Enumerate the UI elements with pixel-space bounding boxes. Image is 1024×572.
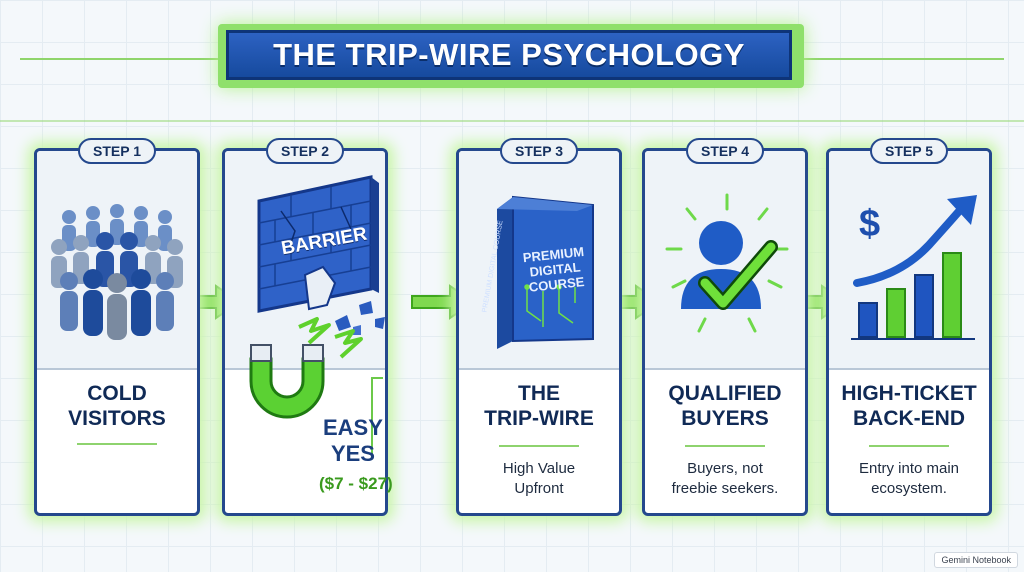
step-title: QUALIFIED BUYERS	[645, 381, 805, 431]
decor-line-top-left	[20, 58, 220, 60]
price-label: ($7 - $27)	[319, 474, 393, 493]
step-title-line: COLD	[87, 382, 147, 405]
divider	[685, 445, 765, 447]
step-title-line: THE	[518, 382, 560, 405]
step-card-5: STEP 5 $ HIGH-TICKET BACK-END Entry into…	[826, 138, 992, 516]
step-badge: STEP 5	[870, 138, 948, 164]
growth-chart-icon	[851, 195, 977, 340]
magnet-icon	[249, 344, 325, 419]
course-title: PREMIUM DIGITAL COURSE	[515, 243, 595, 296]
lightning-icon	[298, 317, 363, 359]
step-description: Buyers, not freebie seekers.	[645, 459, 805, 499]
watermark: Gemini Notebook	[934, 552, 1018, 568]
step-desc-line: Buyers, not	[687, 460, 763, 477]
step-desc-line: Entry into main	[858, 460, 960, 477]
step-badge: STEP 4	[686, 138, 764, 164]
title-banner: THE TRIP-WIRE PSYCHOLOGY	[226, 30, 792, 80]
step-desc-line: Upfront	[514, 480, 564, 497]
step-title-line: TRIP-WIRE	[484, 407, 594, 430]
step-desc-line: High Value	[502, 460, 576, 477]
step-desc-line: ecosystem.	[871, 480, 947, 497]
brick-wall-icon	[257, 175, 379, 313]
step-badge: STEP 3	[500, 138, 578, 164]
step-title: COLD VISITORS	[37, 381, 197, 431]
step-desc-line: freebie seekers.	[671, 480, 779, 497]
page-title: THE TRIP-WIRE PSYCHOLOGY	[273, 37, 745, 72]
step-description: High Value Upfront	[459, 459, 619, 499]
step-title-line: HIGH-TICKET	[841, 382, 977, 405]
step-title: THE TRIP-WIRE	[459, 381, 619, 431]
step-title: HIGH-TICKET BACK-END	[829, 381, 989, 431]
step-title-line: VISITORS	[68, 407, 166, 430]
step-badge: STEP 2	[266, 138, 344, 164]
bracket	[371, 377, 383, 459]
step-description: Entry into main ecosystem.	[829, 459, 989, 499]
divider	[77, 443, 157, 445]
step-card-3: STEP 3 PREMIUM DIGITAL COURSE PREMIUM DI…	[456, 138, 622, 516]
divider	[499, 445, 579, 447]
step-title-line: BACK-END	[853, 407, 965, 430]
qualified-buyer-icon	[665, 193, 789, 333]
crowd-icon	[51, 204, 183, 340]
dollar-sign-icon: $	[859, 203, 881, 245]
rubble-icon	[335, 301, 385, 335]
step-title-line: QUALIFIED	[668, 382, 782, 405]
easy-yes-line: YES	[330, 441, 375, 466]
easy-yes-line: EASY	[323, 415, 383, 440]
step-card-1: STEP 1 COLD	[34, 138, 200, 516]
easy-yes-label: EASY YES	[323, 415, 383, 467]
step-badge: STEP 1	[78, 138, 156, 164]
step-card-2: STEP 2 BARRIER EASY YES ($7 - $27)	[222, 138, 393, 516]
divider	[869, 445, 949, 447]
course-box-icon	[497, 195, 594, 349]
decor-line-mid	[0, 120, 1024, 122]
decor-line-top-right	[804, 58, 1004, 60]
step-card-4: STEP 4 QUALIFIED BUYERS Buyers, not free…	[642, 138, 808, 516]
step-title-line: BUYERS	[681, 407, 769, 430]
